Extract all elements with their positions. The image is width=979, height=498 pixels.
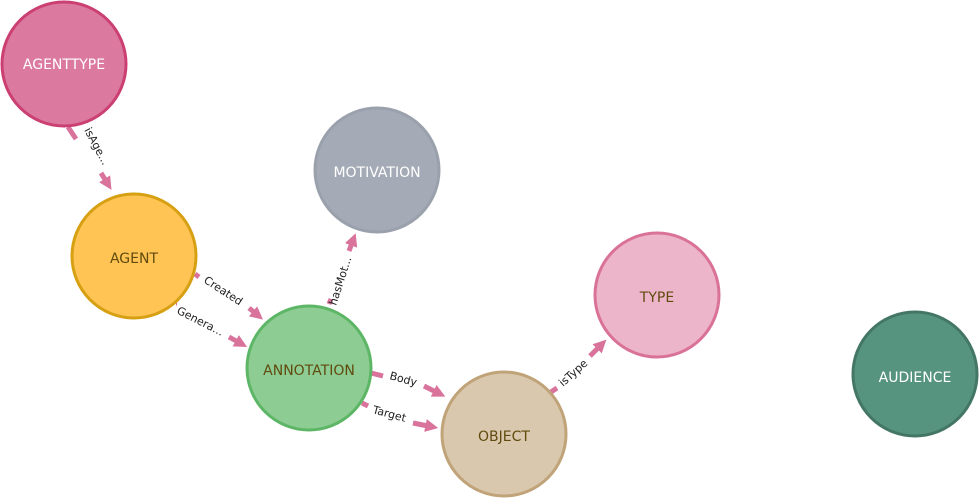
node-type-label: TYPE <box>639 290 674 306</box>
edge-created[interactable]: Created <box>193 272 263 320</box>
node-object[interactable]: OBJECT <box>440 370 568 498</box>
node-motivation[interactable]: MOTIVATION <box>313 106 441 234</box>
node-agent[interactable]: AGENT <box>70 192 198 320</box>
edge-target-line <box>360 400 370 409</box>
edge-target[interactable]: Target <box>360 400 439 432</box>
edge-generated[interactable]: Genera... <box>175 300 248 348</box>
edge-body-line-2 <box>422 383 446 397</box>
edge-isagenttype[interactable]: isAge... <box>65 125 112 190</box>
edge-hasmotivation-line-2 <box>345 233 358 252</box>
edge-body-line <box>370 370 384 379</box>
edge-hasmotivation-label: hasMot... <box>326 255 354 307</box>
edge-isagenttype-line <box>65 125 79 141</box>
node-annotation[interactable]: ANNOTATION <box>245 304 373 432</box>
node-agenttype-label: AGENTTYPE <box>23 57 105 73</box>
edge-isagenttype-line-2 <box>98 171 112 190</box>
edge-istype-line <box>549 385 559 395</box>
node-agenttype-circle <box>0 0 128 128</box>
node-type[interactable]: TYPE <box>593 231 721 359</box>
edge-target-line-2 <box>412 419 439 432</box>
edge-hasmotivation-line <box>326 298 334 305</box>
node-audience-circle <box>851 310 979 438</box>
edge-target-label: Target <box>370 403 408 425</box>
edge-body-label: Body <box>388 369 419 389</box>
node-motivation-circle <box>313 106 441 234</box>
edge-generated-label: Genera... <box>175 304 226 339</box>
edge-istype-label: isType <box>556 357 590 390</box>
edge-istype-line-2 <box>588 339 607 358</box>
edge-hasmotivation[interactable]: hasMot... <box>326 233 358 307</box>
node-annotation-circle <box>245 304 373 432</box>
node-annotation-label: ANNOTATION <box>263 363 355 379</box>
node-object-circle <box>440 370 568 498</box>
node-type-circle <box>593 231 721 359</box>
node-audience-label: AUDIENCE <box>879 370 952 386</box>
edge-body[interactable]: Body <box>370 369 446 397</box>
edge-created-line <box>193 272 201 279</box>
edge-isagenttype-label: isAge... <box>81 125 112 167</box>
node-audience[interactable]: AUDIENCE <box>851 310 979 438</box>
edge-istype[interactable]: isType <box>549 339 607 395</box>
node-agent-circle <box>70 192 198 320</box>
edge-generated-line-2 <box>227 334 248 348</box>
edge-created-label: Created <box>201 274 245 309</box>
edge-created-line-2 <box>247 306 263 320</box>
node-motivation-label: MOTIVATION <box>333 165 420 181</box>
node-object-label: OBJECT <box>478 429 530 445</box>
node-agent-label: AGENT <box>110 251 158 267</box>
node-agenttype[interactable]: AGENTTYPE <box>0 0 128 128</box>
